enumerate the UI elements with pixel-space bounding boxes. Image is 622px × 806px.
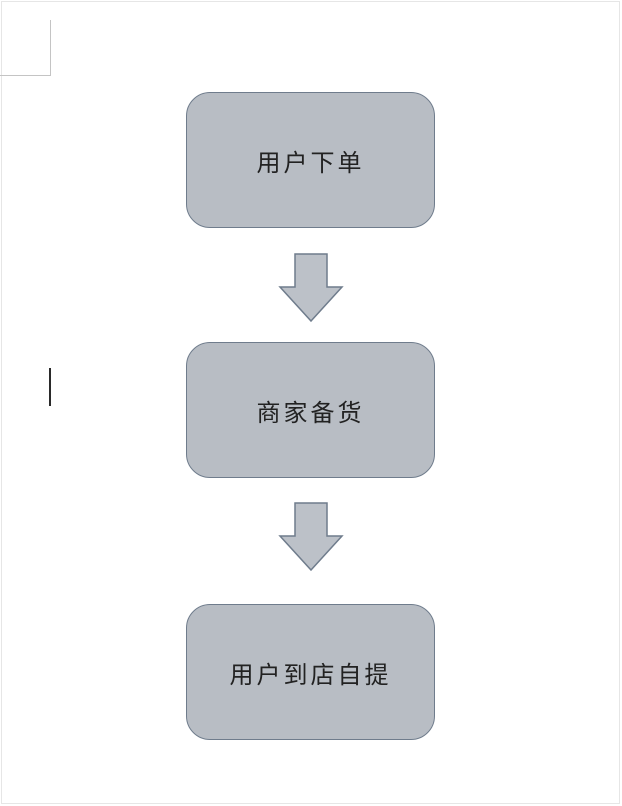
step-label-1: 用户下单 [256,148,365,177]
step-box-2: 商家备货 [186,342,435,478]
text-cursor [49,368,51,406]
step-box-1: 用户下单 [186,92,435,228]
step-label-3: 用户到店自提 [229,660,392,689]
step-label-2: 商家备货 [256,398,365,427]
margin-corner-mark [0,20,51,76]
down-arrow-icon [278,253,344,323]
step-box-3: 用户到店自提 [186,604,435,740]
down-arrow-icon [278,502,344,572]
